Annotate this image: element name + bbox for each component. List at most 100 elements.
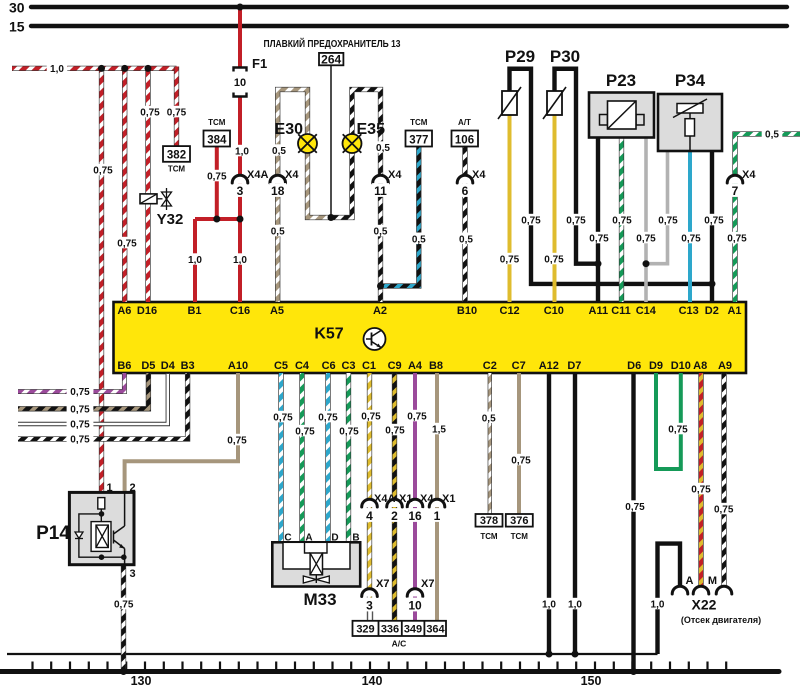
svg-text:A/T: A/T xyxy=(458,118,471,127)
svg-text:P30: P30 xyxy=(550,47,580,66)
svg-text:D2: D2 xyxy=(705,305,719,317)
svg-text:0,75: 0,75 xyxy=(681,234,701,245)
svg-text:ТСМ: ТСМ xyxy=(480,532,498,541)
svg-text:0,75: 0,75 xyxy=(727,234,747,245)
svg-text:0,5: 0,5 xyxy=(271,227,285,238)
svg-text:C13: C13 xyxy=(679,305,699,317)
svg-text:336: 336 xyxy=(381,624,399,636)
svg-text:384: 384 xyxy=(207,134,227,146)
svg-text:A4: A4 xyxy=(408,360,423,372)
svg-text:C2: C2 xyxy=(483,360,497,372)
svg-text:0,75: 0,75 xyxy=(93,166,113,177)
svg-text:ПЛАВКИЙ ПРЕДОХРАНИТЕЛЬ 13: ПЛАВКИЙ ПРЕДОХРАНИТЕЛЬ 13 xyxy=(264,37,401,50)
svg-text:0,75: 0,75 xyxy=(70,435,90,446)
svg-text:0,75: 0,75 xyxy=(361,412,381,423)
svg-text:1,0: 1,0 xyxy=(188,255,202,266)
svg-text:0,75: 0,75 xyxy=(318,413,338,424)
svg-text:C12: C12 xyxy=(500,305,520,317)
svg-text:1: 1 xyxy=(107,482,113,494)
svg-text:10: 10 xyxy=(408,598,422,612)
svg-text:P23: P23 xyxy=(606,71,636,90)
svg-text:0,75: 0,75 xyxy=(227,436,247,447)
svg-text:ТСМ: ТСМ xyxy=(511,532,529,541)
svg-text:C16: C16 xyxy=(230,305,250,317)
svg-text:A: A xyxy=(686,575,694,587)
svg-text:130: 130 xyxy=(131,674,152,688)
svg-text:C7: C7 xyxy=(512,360,526,372)
svg-text:30: 30 xyxy=(9,0,25,16)
svg-text:A10: A10 xyxy=(228,360,248,372)
svg-text:0,75: 0,75 xyxy=(117,239,137,250)
svg-text:0,5: 0,5 xyxy=(272,146,286,157)
svg-text:F1: F1 xyxy=(252,56,267,71)
svg-text:C4: C4 xyxy=(295,360,310,372)
svg-text:D16: D16 xyxy=(137,305,157,317)
svg-text:1,0: 1,0 xyxy=(651,600,665,611)
svg-text:0,75: 0,75 xyxy=(70,404,90,415)
svg-text:364: 364 xyxy=(426,624,445,636)
svg-text:C6: C6 xyxy=(322,360,336,372)
svg-text:377: 377 xyxy=(409,134,428,146)
svg-text:1,0: 1,0 xyxy=(542,600,556,611)
svg-text:A5: A5 xyxy=(270,305,284,317)
svg-text:106: 106 xyxy=(455,134,474,146)
svg-text:1,0: 1,0 xyxy=(568,600,582,611)
svg-text:X22: X22 xyxy=(692,597,717,613)
svg-text:0,75: 0,75 xyxy=(114,600,134,611)
svg-text:0,75: 0,75 xyxy=(566,216,586,227)
svg-text:0,75: 0,75 xyxy=(273,413,293,424)
svg-text:B: B xyxy=(352,533,359,544)
svg-text:349: 349 xyxy=(404,624,422,636)
svg-text:0,5: 0,5 xyxy=(459,234,473,245)
svg-text:0,75: 0,75 xyxy=(589,234,609,245)
svg-text:D6: D6 xyxy=(627,360,641,372)
svg-text:0,5: 0,5 xyxy=(482,413,496,424)
svg-text:16: 16 xyxy=(408,509,422,523)
svg-text:А/С: А/С xyxy=(392,639,407,649)
svg-text:A2: A2 xyxy=(373,305,387,317)
svg-text:X4: X4 xyxy=(388,169,402,181)
svg-text:X4: X4 xyxy=(285,169,299,181)
svg-text:C: C xyxy=(284,533,291,544)
svg-text:(Отсек двигателя): (Отсек двигателя) xyxy=(681,615,761,625)
svg-text:3: 3 xyxy=(366,598,373,612)
svg-text:3: 3 xyxy=(130,568,136,580)
svg-text:ТСМ: ТСМ xyxy=(410,118,428,127)
svg-text:0,75: 0,75 xyxy=(625,502,645,513)
svg-text:D9: D9 xyxy=(649,360,663,372)
svg-text:0,75: 0,75 xyxy=(70,420,90,431)
svg-text:C10: C10 xyxy=(544,305,564,317)
svg-text:0,75: 0,75 xyxy=(295,427,315,438)
svg-text:X4: X4 xyxy=(742,169,756,181)
svg-text:A6: A6 xyxy=(117,305,131,317)
svg-text:329: 329 xyxy=(356,624,374,636)
svg-text:0,75: 0,75 xyxy=(385,426,405,437)
svg-text:ТСМ: ТСМ xyxy=(208,118,226,127)
svg-text:C1: C1 xyxy=(362,360,376,372)
svg-text:0,75: 0,75 xyxy=(407,412,427,423)
svg-text:382: 382 xyxy=(167,150,186,162)
svg-text:0,75: 0,75 xyxy=(691,485,711,496)
svg-text:376: 376 xyxy=(510,515,528,527)
svg-text:4: 4 xyxy=(366,509,373,523)
svg-text:A1: A1 xyxy=(727,305,741,317)
svg-text:0,75: 0,75 xyxy=(668,425,688,436)
svg-text:M: M xyxy=(708,575,717,587)
svg-text:378: 378 xyxy=(480,515,498,527)
svg-text:0,75: 0,75 xyxy=(70,387,90,398)
svg-text:0,75: 0,75 xyxy=(704,216,724,227)
svg-text:2: 2 xyxy=(391,509,398,523)
svg-text:1: 1 xyxy=(434,509,441,523)
svg-text:6: 6 xyxy=(462,184,469,198)
svg-text:150: 150 xyxy=(581,674,602,688)
svg-text:E30: E30 xyxy=(275,121,304,138)
svg-text:2: 2 xyxy=(130,482,136,494)
svg-text:D: D xyxy=(331,533,338,544)
svg-text:D5: D5 xyxy=(141,360,155,372)
svg-text:A9: A9 xyxy=(718,360,732,372)
svg-text:C14: C14 xyxy=(636,305,657,317)
svg-text:0,75: 0,75 xyxy=(544,255,564,266)
svg-text:0,75: 0,75 xyxy=(636,234,656,245)
svg-text:K57: K57 xyxy=(314,326,343,343)
svg-text:X1: X1 xyxy=(442,493,455,505)
